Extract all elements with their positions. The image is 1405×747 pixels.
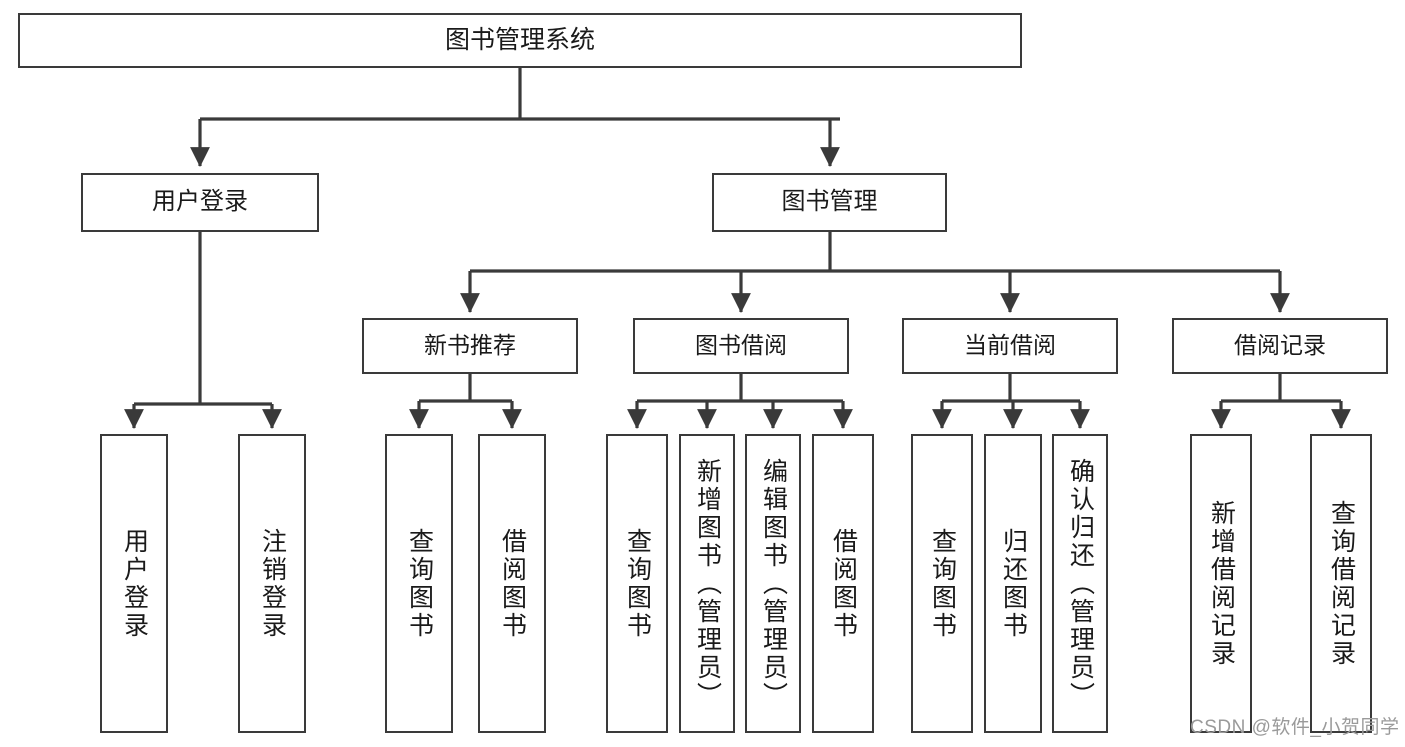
node-user-login[interactable]: 用户登录 [81, 173, 319, 232]
node-book-borrow-label: 图书借阅 [695, 332, 787, 359]
node-leaf-return-book-label: 归还图书 [999, 527, 1028, 640]
node-new-book-recommend-label: 新书推荐 [424, 332, 516, 359]
node-leaf-query-book-1-label: 查询图书 [405, 527, 434, 640]
edges-new-book-recommend-to-leaves [409, 374, 522, 429]
node-root-system[interactable]: 图书管理系统 [18, 13, 1022, 68]
edges-book-borrow-to-leaves [627, 374, 853, 429]
node-leaf-add-book-admin-label: 新增图书（管理员） [693, 457, 722, 710]
node-leaf-borrow-book-1[interactable]: 借阅图书 [478, 434, 546, 733]
node-leaf-query-book-2[interactable]: 查询图书 [606, 434, 668, 733]
node-leaf-query-book-3-label: 查询图书 [928, 527, 957, 640]
node-borrow-record[interactable]: 借阅记录 [1172, 318, 1388, 374]
node-leaf-confirm-return-admin-label: 确认归还（管理员） [1066, 457, 1095, 710]
node-current-borrow-label: 当前借阅 [964, 332, 1056, 359]
node-leaf-add-borrow-record-label: 新增借阅记录 [1207, 499, 1236, 668]
node-leaf-user-login[interactable]: 用户登录 [100, 434, 168, 733]
node-leaf-query-book-1[interactable]: 查询图书 [385, 434, 453, 733]
node-leaf-borrow-book-1-label: 借阅图书 [498, 527, 527, 640]
node-leaf-borrow-book-2-label: 借阅图书 [829, 527, 858, 640]
node-leaf-query-book-2-label: 查询图书 [623, 527, 652, 640]
node-book-borrow[interactable]: 图书借阅 [633, 318, 849, 374]
node-root-label: 图书管理系统 [444, 25, 595, 54]
edges-current-borrow-to-leaves [932, 374, 1090, 429]
node-leaf-logout-login-label: 注销登录 [258, 527, 287, 640]
node-leaf-add-borrow-record[interactable]: 新增借阅记录 [1190, 434, 1252, 733]
node-leaf-logout-login[interactable]: 注销登录 [238, 434, 306, 733]
edges-book-manage-to-level2 [460, 232, 1290, 313]
node-user-login-label: 用户登录 [152, 188, 248, 216]
node-leaf-edit-book-admin-label: 编辑图书（管理员） [759, 457, 788, 710]
node-book-manage-label: 图书管理 [781, 188, 878, 216]
node-leaf-edit-book-admin[interactable]: 编辑图书（管理员） [745, 434, 801, 733]
node-leaf-return-book[interactable]: 归还图书 [984, 434, 1042, 733]
edges-borrow-record-to-leaves [1211, 374, 1351, 429]
node-current-borrow[interactable]: 当前借阅 [902, 318, 1118, 374]
node-leaf-confirm-return-admin[interactable]: 确认归还（管理员） [1052, 434, 1108, 733]
node-borrow-record-label: 借阅记录 [1234, 332, 1326, 359]
node-new-book-recommend[interactable]: 新书推荐 [362, 318, 578, 374]
node-leaf-query-borrow-record[interactable]: 查询借阅记录 [1310, 434, 1372, 733]
node-leaf-query-borrow-record-label: 查询借阅记录 [1327, 499, 1356, 668]
edges-root-to-level1 [190, 68, 840, 167]
node-leaf-add-book-admin[interactable]: 新增图书（管理员） [679, 434, 735, 733]
node-leaf-borrow-book-2[interactable]: 借阅图书 [812, 434, 874, 733]
node-book-manage[interactable]: 图书管理 [712, 173, 947, 232]
edges-user-login-to-leaves [124, 232, 282, 429]
node-leaf-query-book-3[interactable]: 查询图书 [911, 434, 973, 733]
node-leaf-user-login-label: 用户登录 [120, 527, 149, 640]
